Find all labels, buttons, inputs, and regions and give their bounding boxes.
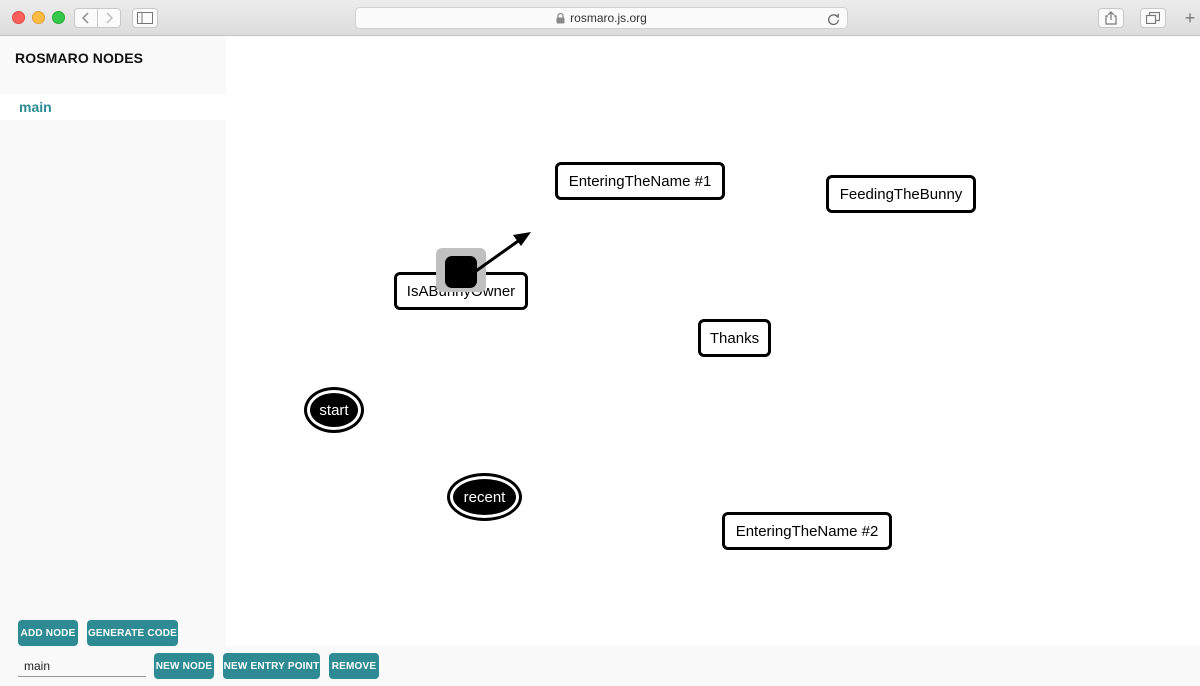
plus-icon: + [1184, 7, 1196, 28]
sidebar-toggle-button[interactable] [132, 8, 158, 28]
node-name-input[interactable] [18, 655, 146, 677]
graph-node-label: EnteringTheName #2 [735, 522, 879, 540]
reload-icon[interactable] [825, 11, 841, 27]
address-bar[interactable]: rosmaro.js.org [355, 7, 848, 29]
add-node-button[interactable]: ADD NODE [18, 620, 78, 646]
graph-canvas[interactable]: EnteringTheName #1 FeedingTheBunny IsABu… [226, 36, 1200, 646]
node-list-item-label: main [19, 99, 52, 115]
new-tab-button[interactable]: + [1180, 0, 1200, 36]
graph-node-label: Thanks [709, 329, 760, 347]
arrow-overlay [475, 232, 531, 273]
new-node-button[interactable]: NEW NODE [154, 653, 214, 679]
lock-icon [556, 12, 565, 24]
arrow-line [475, 237, 522, 273]
back-button[interactable] [74, 8, 98, 28]
panel-title: ROSMARO NODES [15, 50, 144, 66]
graph-node-entering-the-name-1[interactable]: EnteringTheName #1 [555, 162, 725, 200]
graph-node-entering-the-name-2[interactable]: EnteringTheName #2 [722, 512, 892, 550]
graph-node-label: FeedingTheBunny [839, 185, 963, 203]
remove-button[interactable]: REMOVE [329, 653, 379, 679]
new-entry-point-button[interactable]: NEW ENTRY POINT [223, 653, 320, 679]
minimize-window-button[interactable] [32, 11, 45, 24]
chevron-left-icon [82, 12, 89, 24]
graph-node-label: EnteringTheName #1 [568, 172, 712, 190]
share-button[interactable] [1098, 8, 1124, 28]
sidebar-icon [137, 12, 153, 24]
share-icon [1105, 11, 1117, 25]
show-tabs-button[interactable] [1140, 8, 1166, 28]
browser-toolbar: rosmaro.js.org + [0, 0, 1200, 36]
node-list-item-main[interactable]: main [0, 94, 226, 120]
graph-node-feeding-the-bunny[interactable]: FeedingTheBunny [826, 175, 976, 213]
chevron-right-icon [106, 12, 113, 24]
graph-node-thanks[interactable]: Thanks [698, 319, 771, 357]
url-text: rosmaro.js.org [570, 11, 647, 25]
entry-point-label: start [310, 393, 358, 427]
entry-point-start[interactable]: start [304, 387, 364, 433]
arrow-head [513, 232, 531, 246]
close-window-button[interactable] [12, 11, 25, 24]
entry-point-label: recent [453, 479, 516, 515]
nodes-panel: ROSMARO NODES main [0, 36, 226, 646]
forward-button[interactable] [97, 8, 121, 28]
entry-point-recent[interactable]: recent [447, 473, 522, 521]
zoom-window-button[interactable] [52, 11, 65, 24]
tabs-icon [1146, 12, 1160, 24]
arrow-drag-handle[interactable] [445, 256, 477, 288]
generate-code-button[interactable]: GENERATE CODE [87, 620, 178, 646]
